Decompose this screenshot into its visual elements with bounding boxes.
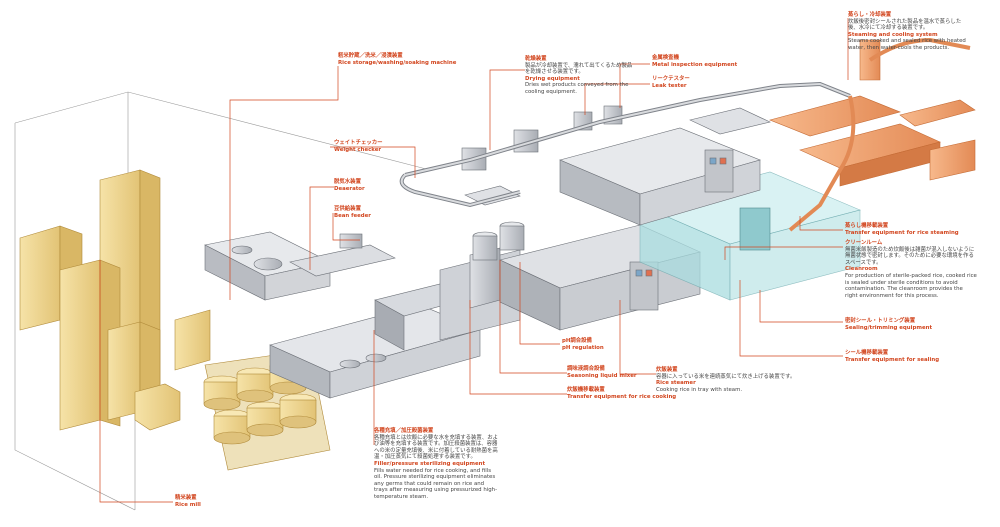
label-transfer-seal: シール機移載装置 Transfer equipment for sealing [845,350,939,363]
rice-storage-en: Rice storage/washing/soaking machine [338,59,457,66]
filler-desc: 各種充填とは炊飯に必要な水を充填する装置、および油等を充填する装置です。加圧殺菌… [374,434,498,461]
steamer-jp: 炊飯装置 [656,367,678,373]
metal-en: Metal inspection equipment [652,61,738,68]
sealing-en: Sealing/trimming equipment [845,324,933,331]
label-weight: ウェイトチェッカー Weight checker [334,140,383,153]
rice-storage-jp: 籾米貯蔵／洗米／浸漬装置 [338,53,403,59]
washing-platform [204,231,396,301]
drying-en: Drying equipment [525,75,580,82]
metal-jp: 金属検査機 [652,55,679,61]
leak-jp: リークテスター [652,76,690,82]
transfer-cook-jp: 炊飯機移載装置 [567,387,605,393]
deaerator-en: Deaerator [334,185,365,192]
label-filler: 各種充填／加圧殺菌装置 各種充填とは炊飯に必要な水を充填する装置、および油等を充… [374,428,498,501]
seasoning-tanks [464,185,525,261]
transfer-seal-jp: シール機移載装置 [845,350,889,356]
label-leak: リークテスター Leak tester [652,76,690,89]
label-steam-cool: 蒸らし・冷却装置 炊飯後密封シールされた製品を温水で蒸らした後、水冷にて冷却する… [848,12,968,52]
filler-en: Filler/pressure sterilizing equipment [374,460,486,467]
steam-cool-en: Steaming and cooling system [848,31,938,38]
sealing-jp: 密封シール・トリミング装置 [845,318,916,324]
transfer-cook-en: Transfer equipment for rice cooking [567,393,677,400]
weight-jp: ウェイトチェッカー [334,140,383,146]
weight-en: Weight checker [334,146,382,153]
label-metal: 金属検査機 Metal inspection equipment [652,55,737,68]
mill-jp: 精米装置 [175,495,197,501]
label-bean: 豆供給装置 Bean feeder [334,206,371,219]
cleanroom-en: Cleanroom [845,266,878,273]
filler-jp: 各種充填／加圧殺菌装置 [374,428,434,434]
transfer-steam-jp: 蒸らし機移載装置 [845,223,889,229]
label-mill: 精米装置 Rice mill [175,495,201,508]
cleanroom-jp: クリーンルーム [845,240,883,246]
steamer-en: Rice steamer [656,380,696,387]
steam-cool-desc-en: Steams cooked and sealed rice with heate… [848,38,966,51]
steamer-desc: 容器に入っている米を連続蒸気にて炊き上げる装置です。 [656,373,796,380]
label-seasoning: 調味液調合設備 Seasoning liquid mixer [567,366,637,379]
deaerator-jp: 脱気水装置 [334,179,361,185]
seasoning-jp: 調味液調合設備 [567,366,605,372]
label-transfer-cook: 炊飯機移載装置 Transfer equipment for rice cook… [567,387,676,400]
cleanroom-desc-en: For production of sterile-packed rice, c… [845,272,977,299]
label-steamer: 炊飯装置 容器に入っている米を連続蒸気にて炊き上げる装置です。 Rice ste… [656,367,856,393]
transfer-seal-en: Transfer equipment for sealing [845,356,940,363]
steam-cool-jp: 蒸らし・冷却装置 [848,12,892,18]
leak-en: Leak tester [652,82,687,89]
label-transfer-steam: 蒸らし機移載装置 Transfer equipment for rice ste… [845,223,959,236]
label-deaerator: 脱気水装置 Deaerator [334,179,365,192]
steam-cooling-line [769,39,976,187]
transfer-steam-en: Transfer equipment for rice steaming [845,229,959,236]
drying-jp: 乾燥装置 [525,56,547,62]
steamer-desc-en: Cooking rice in tray with steam. [656,386,743,393]
label-rice-storage: 籾米貯蔵／洗米／浸漬装置 Rice storage/washing/soakin… [338,53,456,66]
label-ph: pH調合設備 pH regulation [562,338,604,351]
ph-jp: pH調合設備 [562,338,592,344]
label-sealing: 密封シール・トリミング装置 Sealing/trimming equipment [845,318,932,331]
steam-cool-desc: 炊飯後密封シールされた製品を温水で蒸らした後、水冷にて冷却する装置です。 [848,18,962,32]
mill-en: Rice mill [175,501,201,508]
ph-en: pH regulation [562,344,604,351]
bean-jp: 豆供給装置 [334,206,361,212]
cleanroom-desc: 無菌米飯製造のため炊飯後は雑菌が混入しないように無菌状態で密封します。そのために… [845,246,975,266]
cooling-racks [559,107,771,226]
label-cleanroom: クリーンルーム 無菌米飯製造のため炊飯後は雑菌が混入しないように無菌状態で密封し… [845,240,977,299]
cleanroom-box [639,171,861,301]
bean-en: Bean feeder [334,212,371,219]
label-drying: 乾燥装置 製品が冷却装置で、濡れて出てくるため製品を乾燥させる装置です。 Dry… [525,56,637,96]
rice-mill [19,169,211,431]
filler-desc-en: Fills water needed for rice cooking, and… [374,467,498,500]
seasoning-en: Seasoning liquid mixer [567,372,637,379]
drying-desc-en: Dries wet products conveyed from the coo… [525,82,629,95]
drying-desc: 製品が冷却装置で、濡れて出てくるため製品を乾燥させる装置です。 [525,62,633,76]
